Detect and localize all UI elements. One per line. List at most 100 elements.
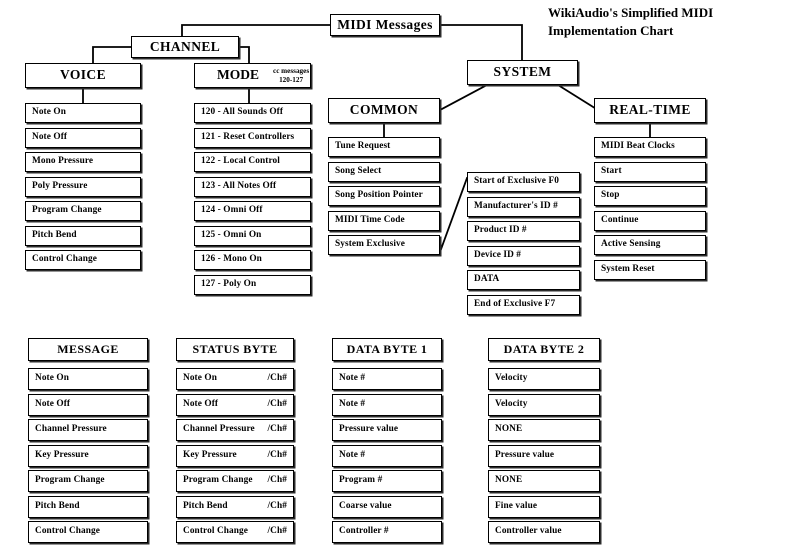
row-label: 123 - All Notes Off	[201, 180, 277, 191]
common-items-row[interactable]: Song Position Pointer	[328, 186, 440, 206]
mode-items-row[interactable]: 125 - Omni On	[194, 225, 311, 246]
row-label: 124 - Omni Off	[201, 205, 263, 216]
row-label: Manufacturer's ID #	[474, 200, 558, 211]
status-byte-row[interactable]: Note On/Ch#	[176, 368, 294, 390]
message-row[interactable]: Program Change	[28, 470, 148, 492]
node-midi-messages[interactable]: MIDI Messages	[330, 14, 440, 36]
mode-items-row[interactable]: 126 - Mono On	[194, 250, 311, 270]
message-row[interactable]: Note Off	[28, 393, 148, 416]
row-channel-suffix: /Ch#	[267, 373, 287, 384]
message-row[interactable]: Pitch Bend	[28, 495, 148, 518]
node-real-time-label: REAL-TIME	[609, 102, 691, 118]
realtime-items-row[interactable]: System Reset	[594, 259, 706, 280]
table-header-status-byte-label: STATUS BYTE	[192, 342, 278, 357]
voice-items-row[interactable]: Note Off	[25, 127, 141, 148]
data-byte-1-row[interactable]: Controller #	[332, 521, 442, 543]
realtime-items-row[interactable]: Start	[594, 161, 706, 182]
realtime-items-row[interactable]: Continue	[594, 210, 706, 231]
row-label: Device ID #	[474, 249, 522, 260]
data-byte-1-row[interactable]: Note #	[332, 368, 442, 390]
row-label: Continue	[601, 214, 639, 225]
row-label: Pressure value	[339, 424, 399, 435]
node-common-label: COMMON	[349, 102, 419, 118]
node-voice-label: VOICE	[60, 67, 106, 83]
table-header-data-byte-1-label: DATA BYTE 1	[346, 342, 428, 357]
voice-items-row[interactable]: Control Change	[25, 250, 141, 270]
node-channel[interactable]: CHANNEL	[131, 36, 239, 58]
message-row[interactable]: Control Change	[28, 521, 148, 543]
node-common[interactable]: COMMON	[328, 98, 440, 123]
row-label: NONE	[495, 475, 523, 486]
row-label: 121 - Reset Controllers	[201, 131, 295, 142]
exclusive-items-row[interactable]: Device ID #	[467, 245, 580, 266]
row-label: Note On	[32, 107, 67, 118]
data-byte-2-row[interactable]: Fine value	[488, 495, 600, 518]
row-label: 120 - All Sounds Off	[201, 107, 284, 118]
row-label: Control Change	[35, 526, 101, 537]
node-mode[interactable]: MODE cc messages 120-127	[194, 63, 311, 88]
data-byte-1-row[interactable]: Pressure value	[332, 419, 442, 441]
data-byte-2-row[interactable]: Velocity	[488, 368, 600, 390]
row-label: Pitch Bend	[35, 500, 80, 511]
data-byte-1-row[interactable]: Program #	[332, 470, 442, 492]
table-header-message[interactable]: MESSAGE	[28, 338, 148, 361]
status-byte-row[interactable]: Pitch Bend/Ch#	[176, 495, 294, 518]
voice-items-row[interactable]: Mono Pressure	[25, 152, 141, 172]
mode-items-row[interactable]: 121 - Reset Controllers	[194, 127, 311, 148]
mode-items-row[interactable]: 127 - Poly On	[194, 274, 311, 295]
exclusive-items-row[interactable]: End of Exclusive F7	[467, 294, 580, 315]
row-label: MIDI Beat Clocks	[601, 141, 675, 152]
table-header-data-byte-1[interactable]: DATA BYTE 1	[332, 338, 442, 361]
status-byte-row[interactable]: Control Change/Ch#	[176, 521, 294, 543]
message-row[interactable]: Key Pressure	[28, 444, 148, 467]
row-label: Key Pressure	[183, 449, 237, 460]
status-byte-row[interactable]: Channel Pressure/Ch#	[176, 419, 294, 441]
status-byte-row[interactable]: Note Off/Ch#	[176, 393, 294, 416]
common-items-row[interactable]: System Exclusive	[328, 235, 440, 255]
voice-items-row[interactable]: Poly Pressure	[25, 176, 141, 197]
voice-items-row[interactable]: Pitch Bend	[25, 225, 141, 246]
realtime-items-row[interactable]: MIDI Beat Clocks	[594, 137, 706, 157]
exclusive-items-row[interactable]: DATA	[467, 270, 580, 290]
message-row[interactable]: Note On	[28, 368, 148, 390]
data-byte-1-row[interactable]: Note #	[332, 393, 442, 416]
voice-items-row[interactable]: Program Change	[25, 201, 141, 221]
node-channel-label: CHANNEL	[149, 38, 221, 54]
data-byte-2-row[interactable]: NONE	[488, 419, 600, 441]
realtime-items-row[interactable]: Active Sensing	[594, 235, 706, 255]
node-mode-cc-note-line2: 120-127	[279, 75, 304, 84]
mode-items-row[interactable]: 120 - All Sounds Off	[194, 103, 311, 123]
row-label: Program Change	[32, 205, 102, 216]
mode-items-row[interactable]: 122 - Local Control	[194, 152, 311, 172]
exclusive-items-row[interactable]: Start of Exclusive F0	[467, 172, 580, 192]
data-byte-1-row[interactable]: Note #	[332, 444, 442, 467]
realtime-items-row[interactable]: Stop	[594, 186, 706, 206]
node-system[interactable]: SYSTEM	[467, 60, 578, 85]
message-row[interactable]: Channel Pressure	[28, 419, 148, 441]
mode-items-row[interactable]: 123 - All Notes Off	[194, 176, 311, 197]
exclusive-items-row[interactable]: Manufacturer's ID #	[467, 196, 580, 217]
data-byte-2-row[interactable]: NONE	[488, 470, 600, 492]
data-byte-2-row[interactable]: Pressure value	[488, 444, 600, 467]
mode-items-row[interactable]: 124 - Omni Off	[194, 201, 311, 221]
node-real-time[interactable]: REAL-TIME	[594, 98, 706, 123]
status-byte-row[interactable]: Key Pressure/Ch#	[176, 444, 294, 467]
row-label: Pressure value	[495, 449, 555, 460]
exclusive-items-row[interactable]: Product ID #	[467, 221, 580, 241]
node-mode-label: MODE	[217, 67, 259, 83]
table-header-message-label: MESSAGE	[57, 342, 119, 357]
table-header-data-byte-2[interactable]: DATA BYTE 2	[488, 338, 600, 361]
common-items-row[interactable]: Song Select	[328, 161, 440, 182]
data-byte-2-row[interactable]: Controller value	[488, 521, 600, 543]
row-label: Channel Pressure	[183, 424, 255, 435]
table-header-status-byte[interactable]: STATUS BYTE	[176, 338, 294, 361]
data-byte-2-row[interactable]: Velocity	[488, 393, 600, 416]
data-byte-1-row[interactable]: Coarse value	[332, 495, 442, 518]
voice-items-row[interactable]: Note On	[25, 103, 141, 123]
row-label: Stop	[601, 190, 620, 201]
status-byte-row[interactable]: Program Change/Ch#	[176, 470, 294, 492]
node-voice[interactable]: VOICE	[25, 63, 141, 88]
node-system-label: SYSTEM	[493, 64, 552, 80]
common-items-row[interactable]: MIDI Time Code	[328, 210, 440, 231]
common-items-row[interactable]: Tune Request	[328, 137, 440, 157]
